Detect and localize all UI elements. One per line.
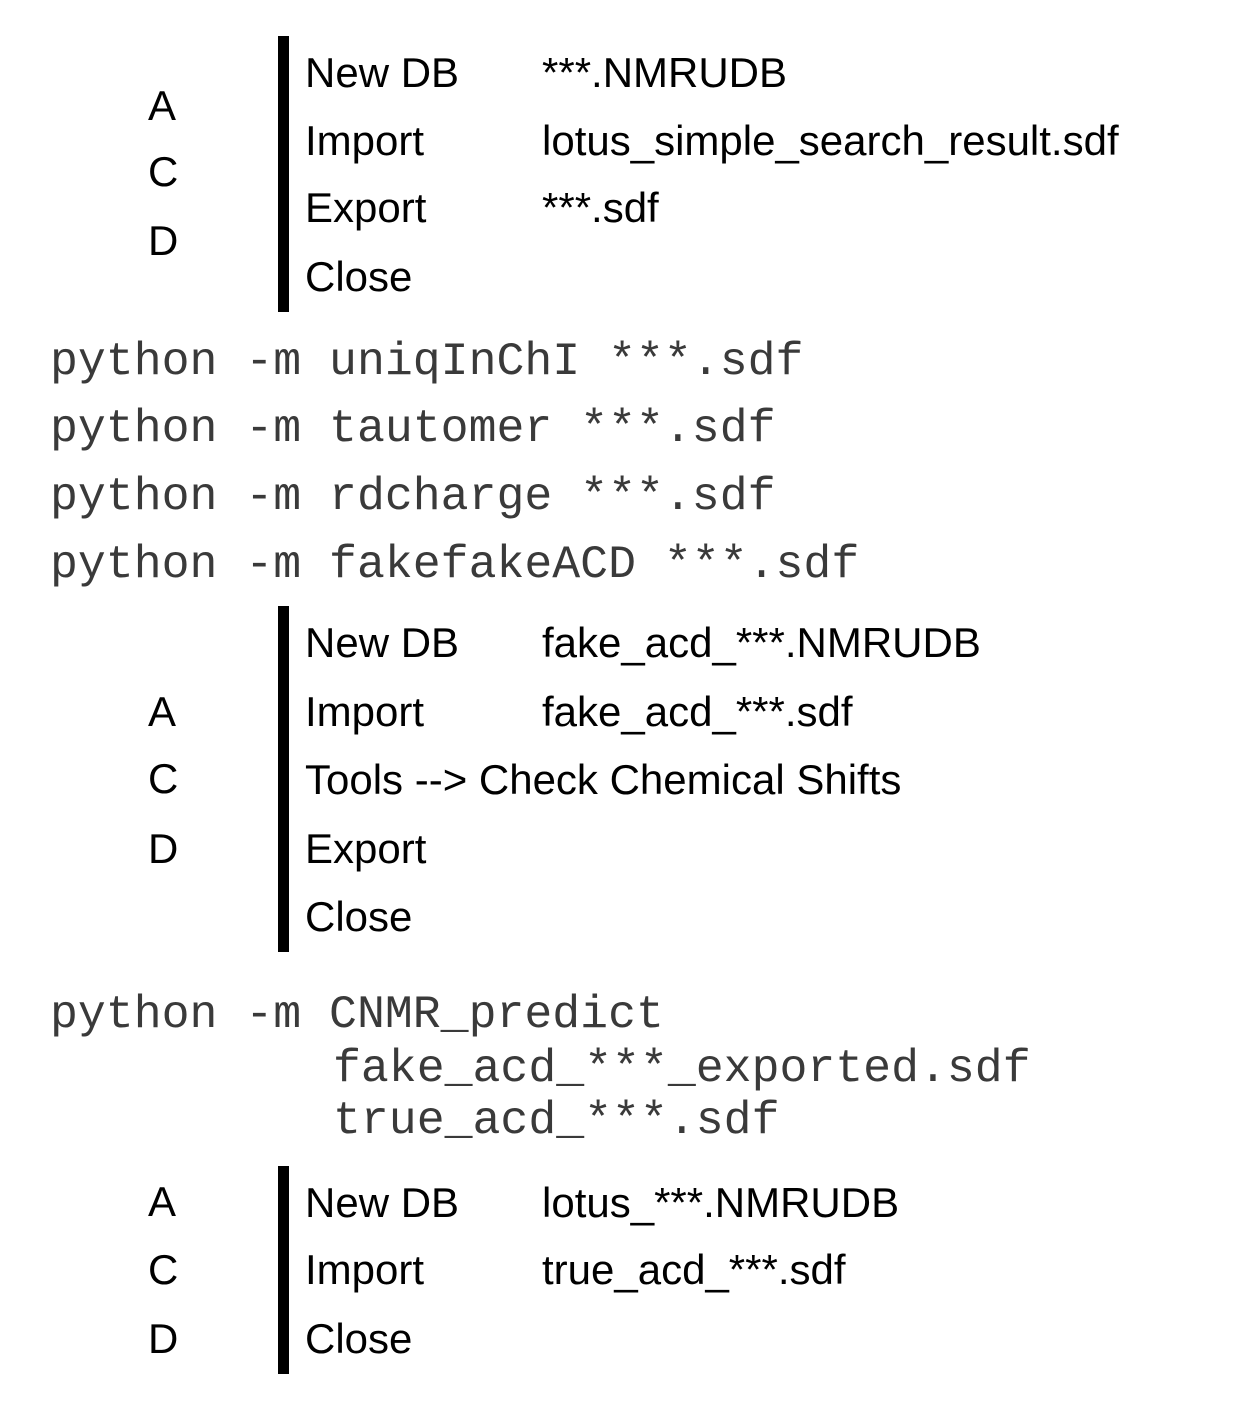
step-label-a: A [148, 1178, 177, 1225]
block-divider-bar [278, 606, 289, 952]
block-divider-bar [278, 36, 289, 312]
argument-import-file: fake_acd_***.sdf [542, 688, 853, 735]
cnmr-command-line: python -m CNMR_predict [50, 988, 664, 1041]
block-divider-bar [278, 1166, 289, 1374]
command-close: Close [305, 893, 413, 940]
argument-db-file: ***.NMRUDB [542, 49, 788, 96]
cnmr-input-file: fake_acd_***_exported.sdf [333, 1042, 1031, 1095]
step-label-a: A [148, 688, 177, 735]
argument-export-file: ***.sdf [542, 184, 659, 231]
python-command-line: python -m tautomer ***.sdf [50, 402, 776, 455]
command-export: Export [305, 184, 427, 231]
step-label-c: C [148, 148, 179, 195]
step-label-a: A [148, 82, 177, 129]
command-check-chemical-shifts: Tools --> Check Chemical Shifts [305, 756, 902, 803]
step-label-c: C [148, 1246, 179, 1293]
step-label-d: D [148, 825, 179, 872]
command-new-db: New DB [305, 49, 460, 96]
command-import: Import [305, 688, 425, 735]
step-label-d: D [148, 1315, 179, 1362]
argument-db-file: lotus_***.NMRUDB [542, 1179, 900, 1226]
argument-import-file: lotus_simple_search_result.sdf [542, 117, 1119, 164]
step-label-c: C [148, 755, 179, 802]
command-new-db: New DB [305, 619, 460, 666]
python-command-line: python -m uniqInChI ***.sdf [50, 335, 804, 388]
step-label-d: D [148, 217, 179, 264]
cnmr-input-file: true_acd_***.sdf [333, 1094, 780, 1147]
python-command-line: python -m rdcharge ***.sdf [50, 470, 776, 523]
command-new-db: New DB [305, 1179, 460, 1226]
argument-db-file: fake_acd_***.NMRUDB [542, 619, 981, 666]
command-close: Close [305, 1315, 413, 1362]
command-import: Import [305, 117, 425, 164]
command-import: Import [305, 1246, 425, 1293]
python-command-line: python -m fakefakeACD ***.sdf [50, 538, 860, 591]
command-close: Close [305, 253, 413, 300]
command-export: Export [305, 825, 427, 872]
argument-import-file: true_acd_***.sdf [542, 1246, 846, 1293]
